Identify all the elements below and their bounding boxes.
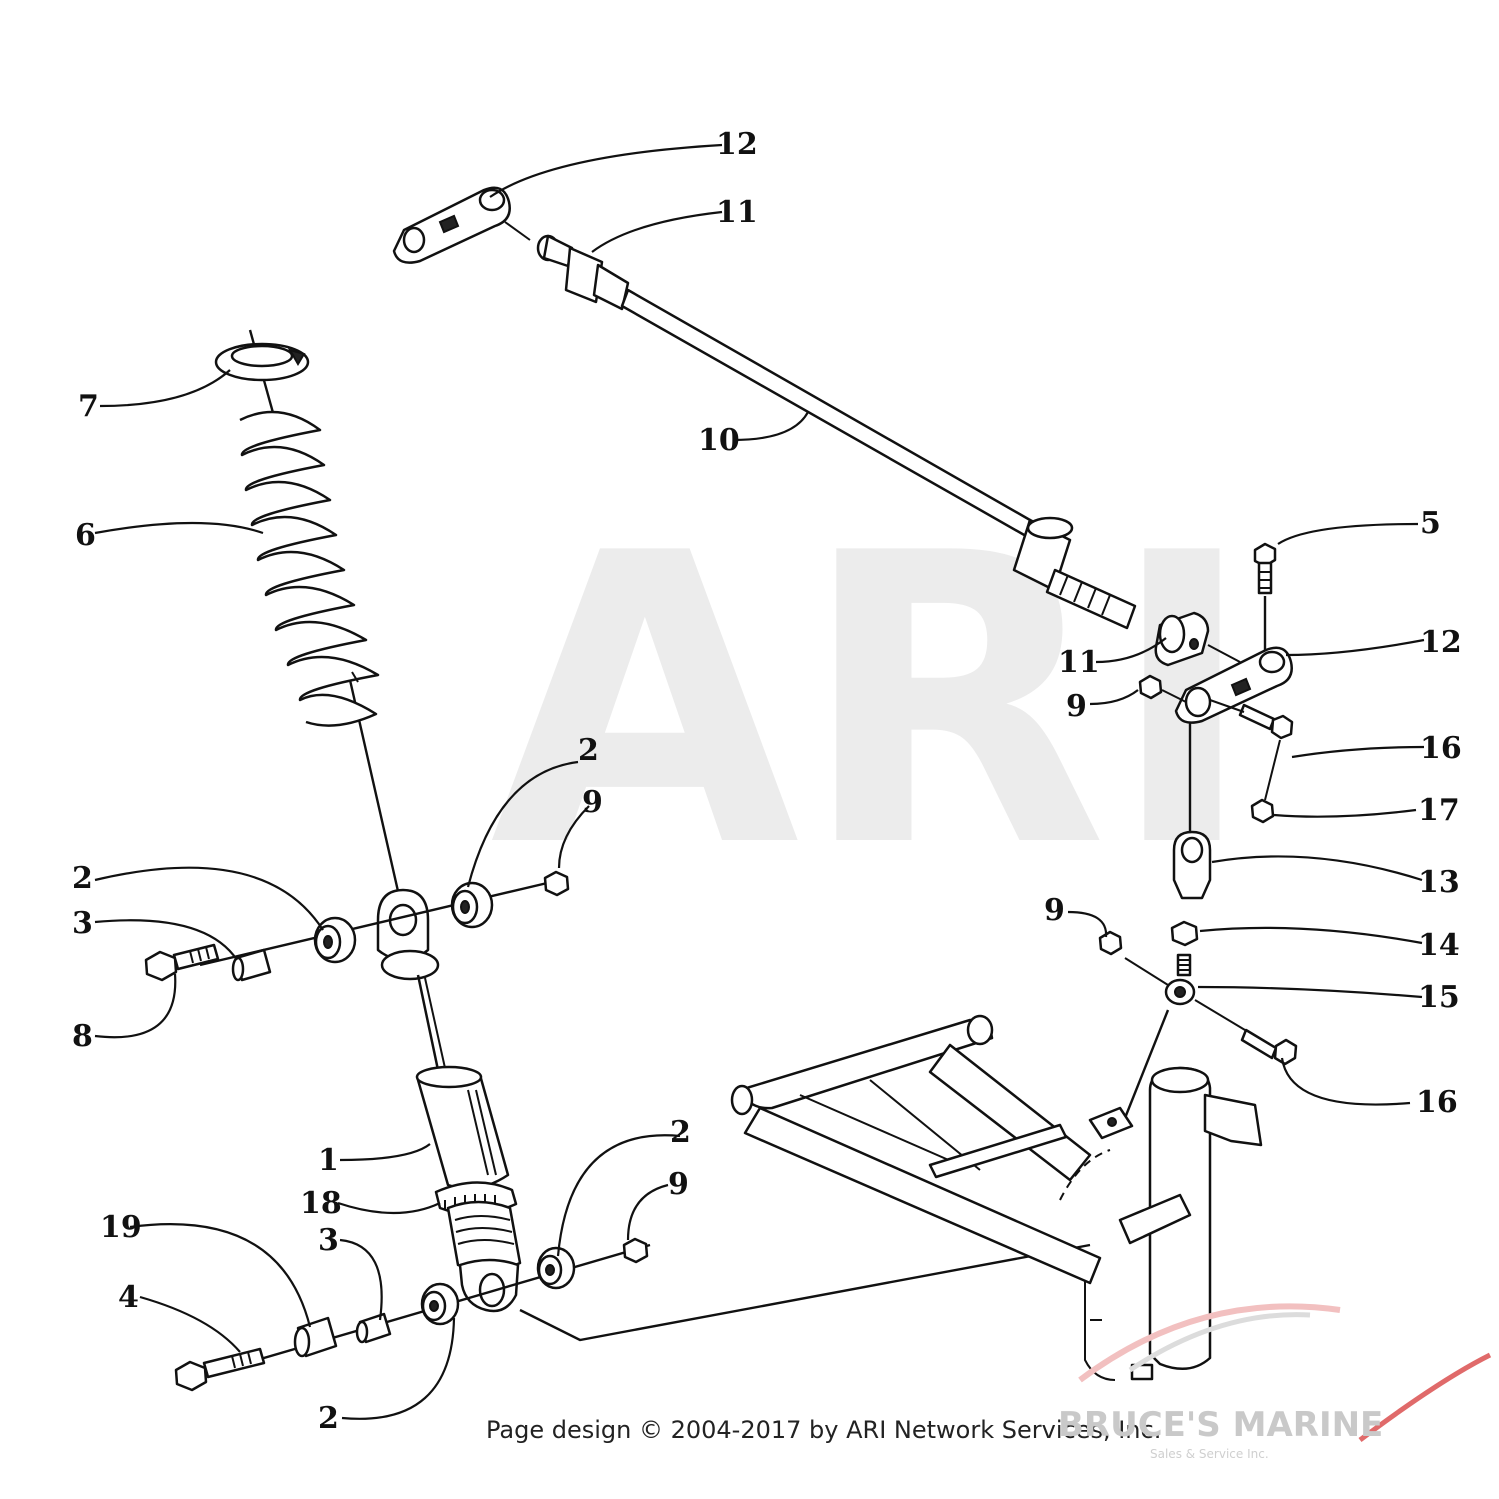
leader-lines: [94, 143, 1425, 1420]
callout-12-lower: 12: [1420, 625, 1462, 660]
shock-body: [415, 1065, 510, 1190]
bushing-upper-left: [313, 916, 357, 964]
callout-9-rod-end: 9: [1066, 689, 1087, 724]
a-arm-assembly: [730, 1014, 1263, 1381]
nut-lower: [622, 1237, 649, 1264]
adjuster-sleeve-lower: [1154, 611, 1210, 667]
callout-2-upper-left: 2: [72, 861, 93, 896]
callout-2-upper-right: 2: [578, 733, 599, 768]
ball-joint: [1172, 830, 1212, 900]
callout-6: 6: [75, 518, 96, 553]
callout-13: 13: [1418, 865, 1460, 900]
bushing-upper-right: [450, 881, 494, 929]
callout-2-lower-right: 2: [670, 1115, 691, 1150]
shock-top-eye: [376, 888, 440, 981]
callout-1: 1: [318, 1143, 339, 1178]
brand-logo: BRUCE'S MARINE Sales & Service Inc.: [1058, 1303, 1492, 1461]
callout-5: 5: [1420, 506, 1441, 541]
callout-9-upper: 9: [582, 785, 603, 820]
callout-10: 10: [698, 423, 740, 458]
callout-15: 15: [1418, 980, 1460, 1015]
callout-4: 4: [118, 1280, 139, 1315]
spacer-upper: [231, 948, 272, 982]
callout-19: 19: [100, 1210, 142, 1245]
bushing-lower-left: [420, 1282, 460, 1326]
tie-rod-lower-tube: [1012, 516, 1137, 630]
bolt-lower: [174, 1347, 266, 1392]
rod-end-lower: [1174, 646, 1293, 724]
callout-8: 8: [72, 1019, 93, 1054]
callout-16-lower: 16: [1416, 1085, 1458, 1120]
nut-rod-end: [1138, 674, 1163, 700]
brand-tagline: Sales & Service Inc.: [1150, 1447, 1269, 1461]
spacer-lower: [355, 1312, 392, 1344]
callout-numbers: 12 11 7 10 6 5 11 12 9 16 17 13 14 9 15 …: [72, 127, 1462, 1436]
callout-2-lower-left: 2: [318, 1401, 339, 1436]
callout-7: 7: [78, 389, 99, 424]
adjuster-sleeve-upper: [536, 234, 604, 304]
callout-16-upper: 16: [1420, 731, 1462, 766]
bolt-upper: [144, 943, 220, 982]
callout-3-upper: 3: [72, 906, 93, 941]
callout-12-upper: 12: [716, 127, 758, 162]
brand-name: BRUCE'S MARINE: [1058, 1405, 1383, 1445]
lower-mount-hardware: [174, 1237, 1091, 1392]
stud-15: [1164, 953, 1196, 1006]
callout-11-lower: 11: [1058, 645, 1100, 680]
bolt-16-upper: [1209, 699, 1294, 740]
shock-assembly: [214, 329, 522, 1313]
spacer-19: [293, 1316, 338, 1358]
nut-17: [1250, 798, 1275, 824]
rod-end-upper: [392, 186, 511, 264]
watermark-ari: ARI: [490, 470, 1256, 935]
callout-3-lower: 3: [318, 1223, 339, 1258]
nut-stud: [1098, 930, 1123, 956]
callout-11-upper: 11: [716, 195, 758, 230]
copyright-text: Page design © 2004-2017 by ARI Network S…: [486, 1416, 1161, 1444]
nut-upper: [543, 870, 570, 897]
callout-18: 18: [300, 1186, 342, 1221]
spring-retainer: [214, 342, 310, 382]
bolt-5: [1253, 542, 1277, 650]
upper-mount-hardware: [144, 870, 570, 982]
tie-rod-assembly: [392, 186, 1298, 1119]
bushing-lower-right: [536, 1246, 576, 1290]
spindle: [1084, 1066, 1263, 1381]
jam-nut: [1170, 920, 1199, 947]
callout-9-lower: 9: [668, 1167, 689, 1202]
callout-17: 17: [1418, 793, 1460, 828]
coil-spring: [239, 410, 380, 727]
callout-14: 14: [1418, 928, 1460, 963]
callout-9-stud: 9: [1044, 893, 1065, 928]
bolt-16-lower: [1240, 1028, 1298, 1066]
